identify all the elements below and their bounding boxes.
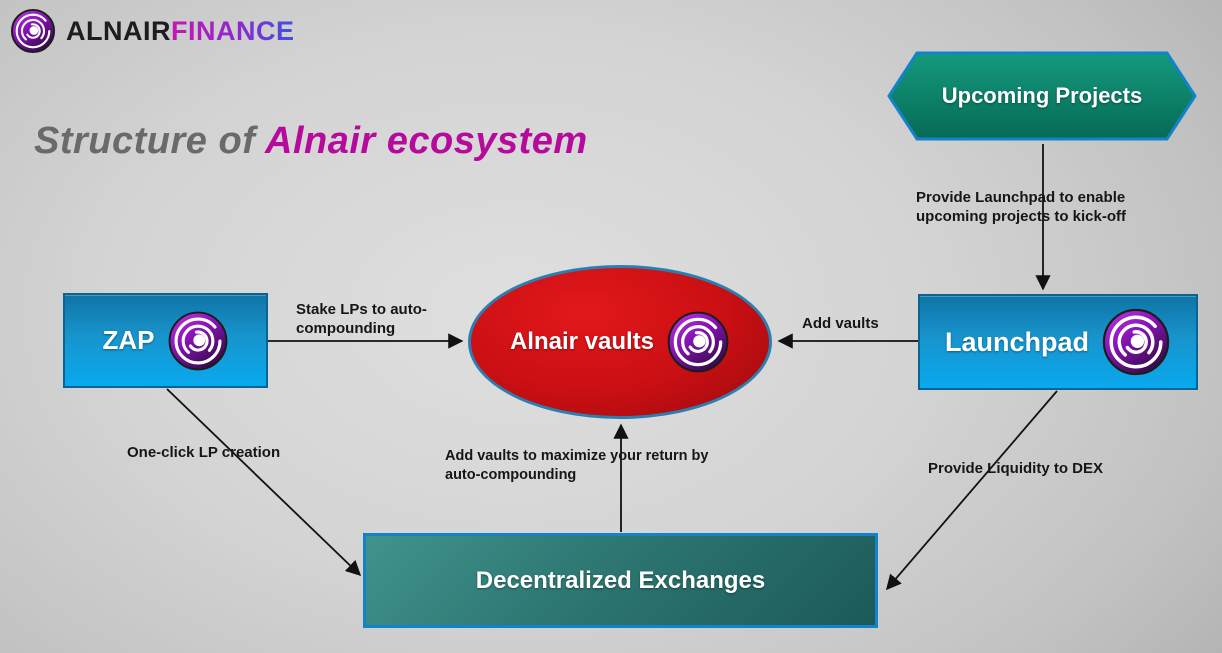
node-upcoming-projects-label: Upcoming Projects <box>941 83 1143 108</box>
edge-label-one-click-lp: One-click LP creation <box>127 444 281 461</box>
hexagon-shape <box>887 51 1197 141</box>
brand-wordmark: ALNAIR FINANCE <box>66 16 295 47</box>
alnair-spiral-icon <box>10 8 56 54</box>
brand-name-primary: ALNAIR <box>66 15 171 46</box>
node-decentralized-exchanges-label: Decentralized Exchanges <box>475 566 766 594</box>
alnair-spiral-icon <box>1102 308 1170 376</box>
edge-label-stake-lps: Stake LPs to auto-compounding <box>296 301 427 338</box>
edge-zap-to-dex <box>166 388 362 577</box>
edge-label-provide-launchpad: Provide Launchpad to enable upcoming pro… <box>916 189 1127 226</box>
node-upcoming-projects: Upcoming Projects <box>887 50 1197 142</box>
node-alnair-vaults-label: Alnair vaults <box>509 328 655 355</box>
node-alnair-vaults: Alnair vaults <box>468 265 772 419</box>
page-title-highlight: Alnair ecosystem <box>265 120 588 162</box>
node-zap: ZAP <box>63 293 268 388</box>
alnair-spiral-icon <box>667 311 729 373</box>
node-zap-label: ZAP <box>102 325 155 355</box>
edge-launchpad-to-dex <box>886 390 1058 591</box>
alnair-spiral-icon <box>168 311 227 370</box>
edge-label-add-vaults-maximize: Add vaults to maximize your return by au… <box>445 448 709 483</box>
page-title: Structure of Alnair ecosystem <box>34 120 588 163</box>
brand-logo: ALNAIR FINANCE <box>10 8 295 54</box>
node-launchpad: Launchpad <box>918 294 1198 390</box>
edge-label-provide-liquidity: Provide Liquidity to DEX <box>928 460 1104 477</box>
node-launchpad-label: Launchpad <box>944 326 1089 357</box>
brand-name-secondary: FINANCE <box>171 15 295 46</box>
page-title-prefix: Structure of <box>34 120 265 162</box>
node-decentralized-exchanges: Decentralized Exchanges <box>363 533 878 628</box>
edge-label-add-vaults: Add vaults <box>802 315 879 332</box>
